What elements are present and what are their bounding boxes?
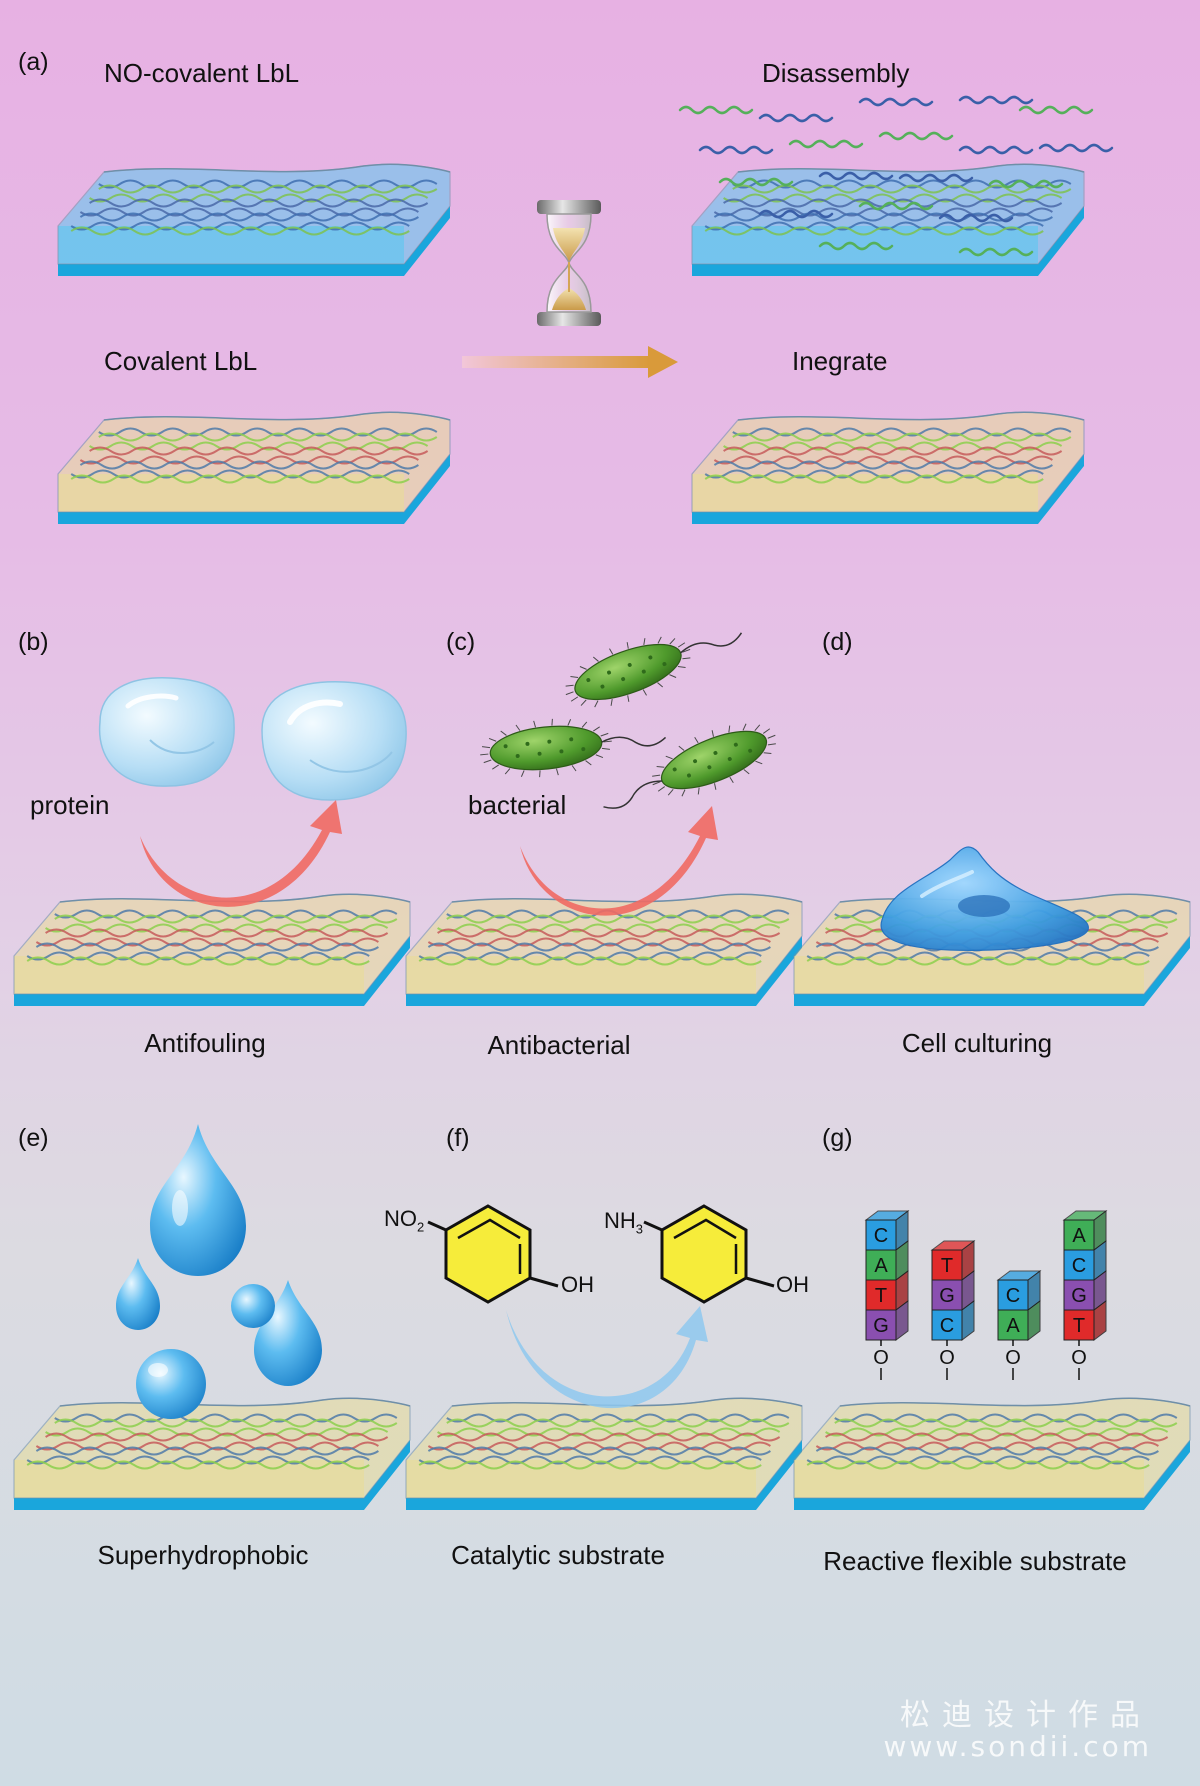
panel-label-a: (a) [18,48,49,76]
bacterial-label: bacterial [468,790,567,820]
protein-blob-left [98,677,235,787]
repel-arrow-antibacterial [520,806,718,916]
slab-antifouling [13,893,411,1006]
dna-base-label: A [874,1255,888,1277]
dna-base-label: T [941,1255,953,1277]
panel-label-f: (f) [446,1124,470,1152]
time-arrow [462,346,678,378]
dna-base-label: C [1006,1285,1020,1307]
slab-integrated [691,411,1085,524]
water-droplets [116,1124,322,1419]
conversion-arrow [506,1306,708,1409]
panel-label-e: (e) [18,1124,49,1152]
aminophenol-molecule [643,1204,775,1304]
caption-cell-culturing: Cell culturing [901,1028,1053,1058]
dna-base-label: T [1073,1315,1085,1337]
hourglass-icon [537,200,601,326]
dna-base-label: G [873,1315,889,1337]
no-covalent-label: NO-covalent LbL [104,58,300,88]
adhered-cell [880,846,1089,951]
linker-label: O [873,1347,889,1369]
dna-base-label: G [939,1285,955,1307]
watermark-url: www.sondii.com [883,1730,1152,1763]
dna-base-label: C [874,1225,888,1247]
linker-label: O [1071,1347,1087,1369]
dna-base-label: A [1006,1315,1020,1337]
nitrophenol-molecule [427,1204,559,1304]
amine-group-label: NH3 [604,1208,644,1237]
slab-no-covalent [57,163,451,276]
covalent-label: Covalent LbL [104,346,258,376]
caption-antifouling: Antifouling [144,1028,266,1058]
bacteria-group [480,632,776,809]
dna-base-label: A [1072,1225,1086,1247]
watermark-cn: 松迪设计作品 [900,1699,1152,1732]
slab-reactive [793,1397,1191,1510]
integrate-label: Inegrate [792,346,888,376]
dna-base-label: C [940,1315,954,1337]
caption-antibacterial: Antibacterial [487,1030,631,1060]
protein-blob-right [261,681,407,801]
panel-label-b: (b) [18,628,49,656]
slab-catalytic [405,1397,803,1510]
linker-label: O [939,1347,955,1369]
slab-disassembled [691,163,1085,276]
panel-label-g: (g) [822,1124,853,1152]
disassembled-polymer-strands [678,95,1114,257]
hydroxyl-label-reactant: OH [561,1272,594,1297]
dna-stack: CAO [996,1270,1042,1380]
slab-covalent [57,411,451,524]
dna-base-label: C [1072,1255,1086,1277]
caption-catalytic: Catalytic substrate [451,1540,665,1570]
disassembly-label: Disassembly [762,58,910,88]
repel-arrow-antifouling [140,800,342,907]
nitro-group-label: NO2 [384,1206,425,1235]
caption-superhydrophobic: Superhydrophobic [97,1540,309,1570]
caption-reactive: Reactive flexible substrate [823,1546,1127,1576]
slab-superhydrophobic [13,1397,411,1510]
panel-label-d: (d) [822,628,853,656]
dna-base-label: T [875,1285,887,1307]
slab-antibacterial [405,893,803,1006]
dna-base-label: G [1071,1285,1087,1307]
panel-label-c: (c) [446,628,476,656]
hydroxyl-label-product: OH [776,1272,809,1297]
protein-label: protein [30,790,110,820]
linker-label: O [1005,1347,1021,1369]
